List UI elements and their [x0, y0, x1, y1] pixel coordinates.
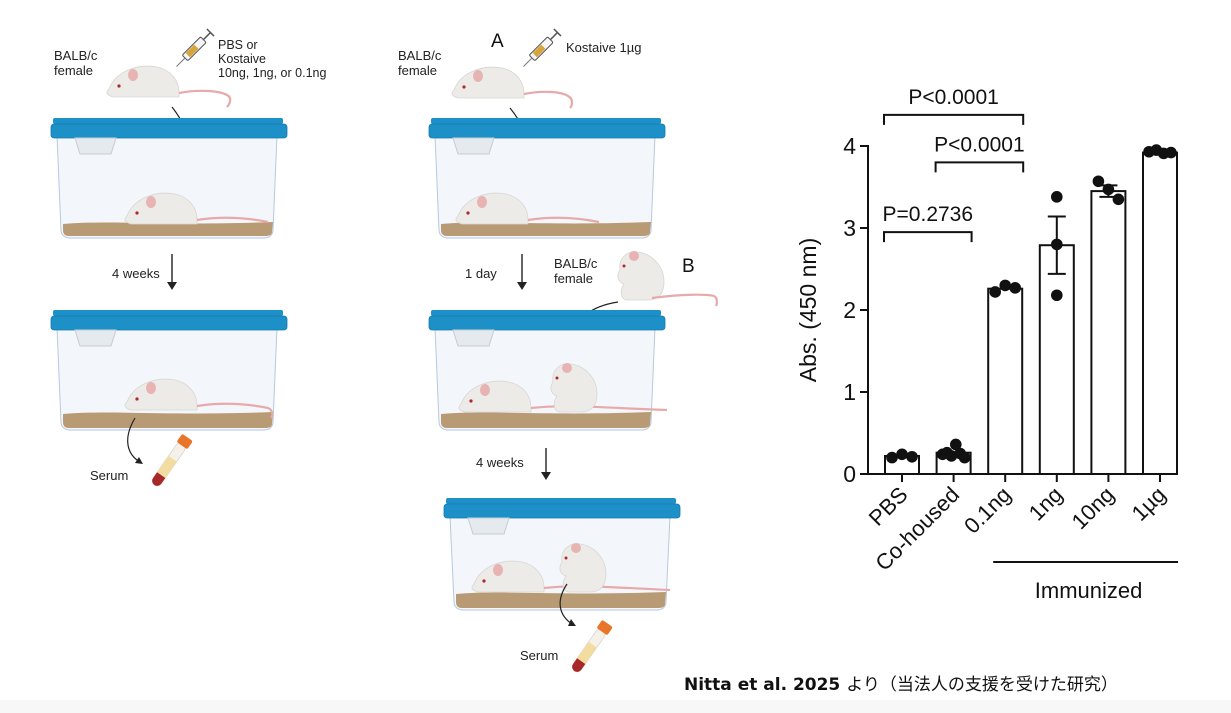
data-point [1102, 183, 1115, 196]
significance-label: P=0.2736 [883, 203, 974, 226]
citation-credit: Nitta et al. 2025 より（当法人の支援を受けた研究） [684, 670, 1118, 695]
serum-label: Serum [520, 648, 559, 663]
bar [1142, 151, 1178, 475]
data-point [945, 450, 958, 462]
data-point [1092, 175, 1105, 188]
data-point [1051, 191, 1063, 203]
significance-bracket [883, 231, 973, 243]
significance-bracket [883, 113, 1025, 125]
data-point [1165, 146, 1177, 159]
cage-icon [428, 118, 666, 239]
serum-label: Serum [90, 468, 129, 483]
data-point [999, 279, 1011, 292]
interval-1-label: 1 day [465, 266, 497, 281]
injection-label: PBS or Kostaive 10ng, 1ng, or 0.1ng [218, 38, 327, 80]
mouse-icon [106, 65, 232, 108]
immunized-group-label: Immunized [1035, 578, 1143, 603]
citation-note: より（当法人の支援を受けた研究） [846, 675, 1118, 695]
middle-illustration [428, 28, 718, 673]
bottom-band [0, 700, 1231, 713]
x-tick-label: 1µg [1127, 482, 1171, 526]
x-tick-label: 10ng [1067, 482, 1119, 534]
data-point [896, 448, 908, 461]
mouse-b-strain-label: BALB/c female [554, 256, 598, 286]
x-tick-label: 0.1ng [959, 482, 1016, 539]
data-point [886, 451, 898, 464]
mouse-b-icon [617, 251, 718, 307]
significance-label: P<0.0001 [934, 133, 1025, 156]
left-illustration [50, 28, 288, 487]
injection-label: Kostaive 1µg [566, 40, 642, 55]
significance-bracket [934, 161, 1025, 173]
cage-icon [50, 310, 288, 431]
y-tick-label: 0 [843, 461, 856, 487]
y-tick-label: 1 [843, 379, 856, 405]
data-point [1051, 289, 1063, 302]
interval-label: 4 weeks [112, 266, 160, 281]
citation-text: Nitta et al. 2025 [684, 675, 847, 695]
significance-label: P<0.0001 [908, 86, 999, 109]
y-tick-label: 3 [843, 215, 856, 241]
mouse-strain-label: BALB/c female [54, 48, 98, 78]
data-point [958, 451, 971, 464]
mouse-a-icon [451, 66, 574, 109]
mouse-a-letter: A [491, 31, 504, 52]
syringe-icon [176, 28, 215, 67]
y-axis-label: Abs. (450 nm) [795, 238, 821, 382]
data-point [1051, 238, 1063, 251]
serum-arrow-icon [559, 583, 573, 625]
data-point [950, 438, 962, 451]
cage-icon [50, 118, 288, 239]
mouse-b-letter: B [682, 256, 695, 277]
syringe-icon [523, 28, 562, 67]
mouse-a-strain-label: BALB/c female [398, 48, 442, 78]
x-tick-label: 1ng [1024, 482, 1068, 526]
cage-icon [443, 498, 681, 611]
y-tick-label: 2 [843, 297, 856, 323]
blood-tube-icon [151, 434, 193, 487]
data-point [1112, 193, 1125, 206]
bar [1090, 190, 1127, 475]
bar [987, 287, 1024, 475]
data-point [989, 286, 1001, 298]
bar [1038, 244, 1075, 475]
blood-tube-icon [571, 620, 613, 673]
cage-icon [428, 310, 668, 431]
data-point [906, 450, 918, 463]
data-point [1009, 282, 1021, 294]
y-tick-label: 4 [843, 133, 856, 159]
interval-2-label: 4 weeks [476, 455, 524, 470]
